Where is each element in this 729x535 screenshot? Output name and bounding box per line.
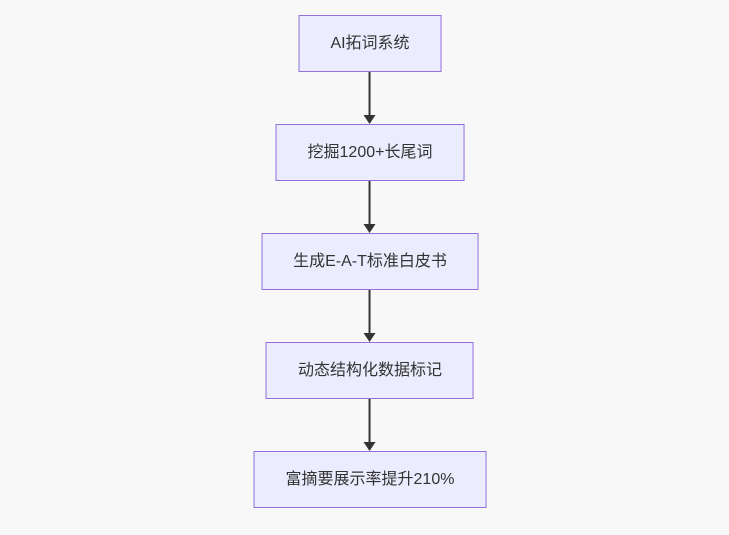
flow-node-eat-whitepaper: 生成E-A-T标准白皮书 bbox=[261, 233, 479, 290]
flow-node-label: AI拓词系统 bbox=[330, 34, 410, 52]
arrow-line bbox=[369, 181, 371, 225]
arrow-line bbox=[369, 72, 371, 116]
arrow-head-icon bbox=[364, 115, 376, 124]
arrow-head-icon bbox=[364, 333, 376, 342]
arrow-line bbox=[369, 290, 371, 334]
flow-node-label: 动态结构化数据标记 bbox=[297, 361, 442, 379]
arrow-connector bbox=[364, 72, 376, 124]
flow-node-structured-data: 动态结构化数据标记 bbox=[265, 342, 474, 399]
flow-node-rich-snippet-result: 富摘要展示率提升210% bbox=[253, 451, 487, 508]
flowchart: AI拓词系统 挖掘1200+长尾词 生成E-A-T标准白皮书 动态结构化数据标记 bbox=[253, 15, 487, 508]
flow-node-longtail-mining: 挖掘1200+长尾词 bbox=[275, 124, 465, 181]
flow-node-label: 富摘要展示率提升210% bbox=[285, 470, 455, 488]
arrow-connector bbox=[364, 290, 376, 342]
flow-node-ai-keyword-system: AI拓词系统 bbox=[298, 15, 442, 72]
arrow-head-icon bbox=[364, 442, 376, 451]
arrow-head-icon bbox=[364, 224, 376, 233]
flow-node-label: 生成E-A-T标准白皮书 bbox=[293, 252, 447, 270]
arrow-connector bbox=[364, 399, 376, 451]
flow-node-label: 挖掘1200+长尾词 bbox=[307, 143, 433, 161]
arrow-connector bbox=[364, 181, 376, 233]
arrow-line bbox=[369, 399, 371, 443]
